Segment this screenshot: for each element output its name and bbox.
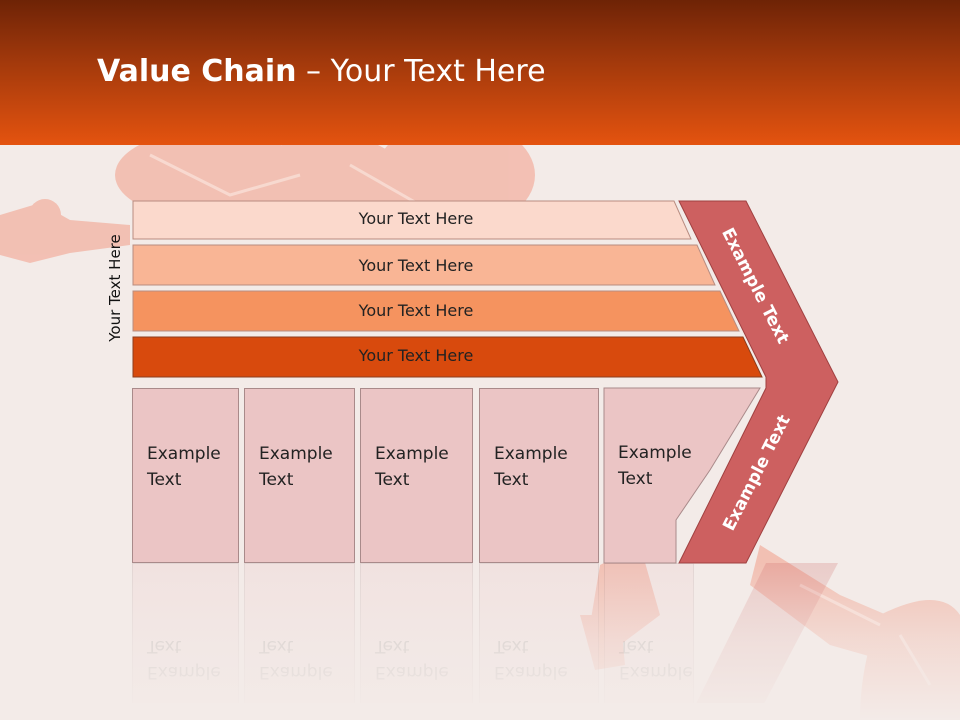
column-3-label: Example Text <box>375 444 449 490</box>
bar-label-4: Your Text Here <box>358 346 474 365</box>
column-3: Example Text <box>360 388 473 563</box>
reflection-fade <box>0 563 960 720</box>
column-5-label: Example Text <box>618 443 692 489</box>
title-bold: Value Chain <box>97 54 297 89</box>
column-1: Example Text <box>132 388 239 563</box>
bar-4 <box>132 336 763 378</box>
bar-label-2: Your Text Here <box>358 256 474 275</box>
column-4-label: Example Text <box>494 444 568 490</box>
bar-label-1: Your Text Here <box>358 209 474 228</box>
bar-label-3: Your Text Here <box>358 301 474 320</box>
column-4: Example Text <box>479 388 599 563</box>
column-1-label: Example Text <box>147 444 221 490</box>
title-bar <box>0 0 960 145</box>
chevron-arrow <box>678 200 839 564</box>
bar-2 <box>132 244 716 286</box>
slide-title: Value Chain – Your Text Here <box>97 54 546 89</box>
bar-3 <box>132 290 740 332</box>
column-2-label: Example Text <box>259 444 333 490</box>
bar-1 <box>132 200 692 240</box>
column-2: Example Text <box>244 388 355 563</box>
title-rest: – Your Text Here <box>296 54 546 89</box>
